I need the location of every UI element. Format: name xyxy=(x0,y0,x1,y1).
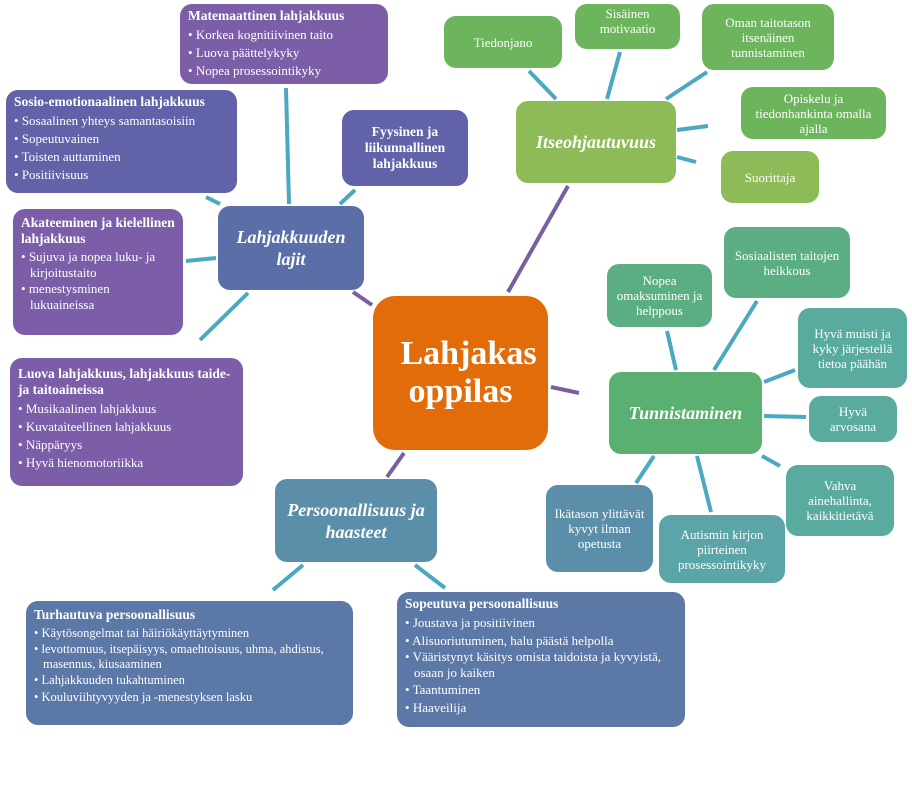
node-label: Opiskelu ja tiedonhankinta omalla ajalla xyxy=(755,90,872,136)
node-ikatason: Ikätason ylittävät kyvyt ilman opetusta xyxy=(546,485,653,572)
connector xyxy=(695,455,713,513)
list-item: Näppäryys xyxy=(18,436,235,454)
node-nopea-omaksuminen: Nopea omaksuminen ja helppous xyxy=(607,264,712,327)
list-item: Musikaalinen lahjakkuus xyxy=(18,400,235,418)
hub-persoonallisuus: Persoonallisuus ja haasteet xyxy=(275,479,437,562)
node-sosio-emotionaalinen: Sosio-emotionaalinen lahjakkuus Sosaalin… xyxy=(6,90,237,193)
list-item: Vääristynyt käsitys omista taidoista ja … xyxy=(405,649,677,681)
connector xyxy=(413,563,447,590)
list-item: Nopea prosessointikyky xyxy=(188,62,380,80)
connector xyxy=(763,368,796,384)
node-heading: Akateeminen ja kielellinen lahjakkuus xyxy=(21,215,175,246)
connector-main xyxy=(506,185,570,293)
list-item: Joustava ja positiivinen xyxy=(405,614,677,632)
list-item: Sopeutuvainen xyxy=(14,130,229,148)
hub-label: Itseohjautuvuus xyxy=(535,132,657,152)
node-matemaattinen: Matemaattinen lahjakkuus Korkea kognitii… xyxy=(180,4,388,84)
central-node: Lahjakas oppilas xyxy=(373,296,548,450)
connector xyxy=(284,87,291,205)
connector xyxy=(338,188,357,206)
node-autismin-kirjon: Autismin kirjon piirteinen prosessointik… xyxy=(659,515,785,583)
connector xyxy=(676,155,697,164)
connector xyxy=(761,454,781,468)
node-turhautuva: Turhautuva persoonallisuus Käytösongelma… xyxy=(26,601,353,725)
node-label: Hyvä muisti ja kyky järjestellä tietoa p… xyxy=(812,325,893,371)
node-label: Sisäinen motivaatio xyxy=(599,6,656,36)
list-item: Käytösongelmat tai häiriökäyttäytyminen xyxy=(34,625,345,642)
connector xyxy=(605,51,622,100)
node-oman-taitotason: Oman taitotason itsenäinen tunnistaminen xyxy=(702,4,834,70)
node-akateeminen: Akateeminen ja kielellinen lahjakkuus Su… xyxy=(13,209,183,335)
node-luova: Luova lahjakkuus, lahjakkuus taide- ja t… xyxy=(10,358,243,486)
list-item: levottomuus, itsepäisyys, omaehtoisuus, … xyxy=(34,642,345,672)
connector xyxy=(198,291,250,342)
node-sisainen-motivaatio: Sisäinen motivaatio xyxy=(575,4,680,49)
node-heading: Turhautuva persoonallisuus xyxy=(34,607,196,622)
connector xyxy=(712,299,759,372)
node-label: Oman taitotason itsenäinen tunnistaminen xyxy=(725,14,811,60)
connector xyxy=(271,563,305,592)
node-label: Nopea omaksuminen ja helppous xyxy=(616,273,703,318)
list-item: Taantuminen xyxy=(405,681,677,699)
hub-label: Persoonallisuus ja haasteet xyxy=(287,499,425,542)
node-heading: Matemaattinen lahjakkuus xyxy=(188,8,345,23)
central-label: Lahjakas oppilas xyxy=(400,335,537,410)
connector-main xyxy=(385,451,406,479)
node-sopeutuva: Sopeutuva persoonallisuus Joustava ja po… xyxy=(397,592,685,727)
node-label: Fyysinen ja liikunnallinen lahjakkuus xyxy=(364,124,446,171)
list-item: Hyvä hienomotoriikka xyxy=(18,454,235,472)
node-label: Ikätason ylittävät kyvyt ilman opetusta xyxy=(554,506,645,551)
connector xyxy=(763,414,807,419)
node-suorittaja: Suorittaja xyxy=(721,151,819,203)
node-label: Sosiaalisten taitojen heikkous xyxy=(734,247,840,278)
list-item: Luova päättelykyky xyxy=(188,44,380,62)
node-tiedonjano: Tiedonjano xyxy=(444,16,562,68)
connector-main xyxy=(550,385,580,395)
connector-main xyxy=(351,290,374,307)
node-label: Suorittaja xyxy=(744,169,796,185)
hub-lahjakkuuden-lajit: Lahjakkuuden lajit xyxy=(218,206,364,290)
list-item: Alisuoriutuminen, halu päästä helpolla xyxy=(405,632,677,650)
list-item: Kuvataiteellinen lahjakkuus xyxy=(18,418,235,436)
list-item: Sujuva ja nopea luku- ja kirjoitustaito xyxy=(21,249,175,281)
list-item: Toisten auttaminen xyxy=(14,148,229,166)
hub-label: Tunnistaminen xyxy=(628,403,743,423)
connector xyxy=(634,454,656,485)
connector xyxy=(527,69,558,101)
connector xyxy=(664,70,709,101)
connector xyxy=(676,124,709,132)
list-item: Positiivisuus xyxy=(14,166,229,184)
node-label: Autismin kirjon piirteinen prosessointik… xyxy=(677,526,767,572)
list-item: Haaveilija xyxy=(405,699,677,717)
connector xyxy=(185,256,217,263)
list-item: Sosaalinen yhteys samantasoisiin xyxy=(14,112,229,130)
node-fyysinen: Fyysinen ja liikunnallinen lahjakkuus xyxy=(342,110,468,186)
node-label: Vahva ainehallinta, kaikkitietävä xyxy=(806,478,874,523)
node-hyva-arvosana: Hyvä arvosana xyxy=(809,396,897,442)
node-label: Hyvä arvosana xyxy=(829,404,877,434)
node-hyva-muisti: Hyvä muisti ja kyky järjestellä tietoa p… xyxy=(798,308,907,388)
hub-itseohjautuvuus: Itseohjautuvuus xyxy=(516,101,676,183)
connector xyxy=(665,330,678,371)
list-item: Kouluviihtyvyyden ja -menestyksen lasku xyxy=(34,689,345,706)
node-sosiaalisten-taitojen: Sosiaalisten taitojen heikkous xyxy=(724,227,850,298)
node-vahva-ainehallinta: Vahva ainehallinta, kaikkitietävä xyxy=(786,465,894,536)
hub-tunnistaminen: Tunnistaminen xyxy=(609,372,762,454)
node-heading: Luova lahjakkuus, lahjakkuus taide- ja t… xyxy=(18,366,231,397)
list-item: Lahjakkuuden tukahtuminen xyxy=(34,672,345,689)
list-item: menestysminen lukuaineissa xyxy=(21,281,175,313)
node-label: Tiedonjano xyxy=(473,34,533,50)
hub-label: Lahjakkuuden lajit xyxy=(236,227,346,269)
connector xyxy=(205,195,221,206)
node-heading: Sosio-emotionaalinen lahjakkuus xyxy=(14,94,205,109)
node-opiskelu: Opiskelu ja tiedonhankinta omalla ajalla xyxy=(741,87,886,139)
node-heading: Sopeutuva persoonallisuus xyxy=(405,596,559,611)
list-item: Korkea kognitiivinen taito xyxy=(188,26,380,44)
